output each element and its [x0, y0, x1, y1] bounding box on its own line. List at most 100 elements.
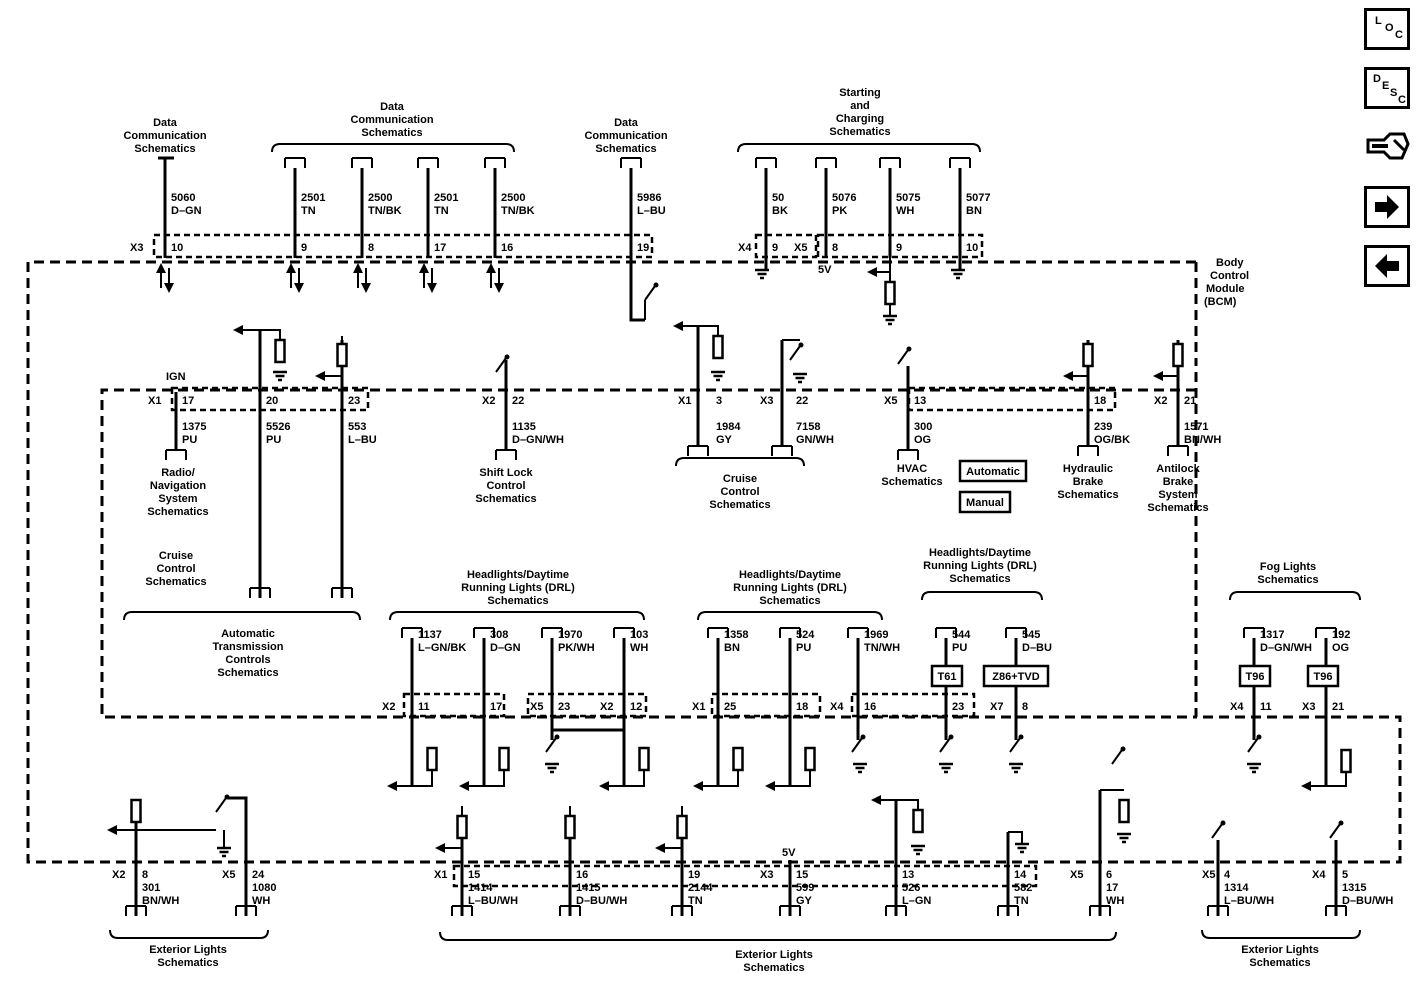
circuit-number: 2501	[434, 192, 458, 204]
switch-contact	[948, 734, 954, 740]
resistor-symbol	[884, 280, 896, 306]
svg-text:Starting: Starting	[839, 87, 881, 99]
arrow-left-icon	[1375, 254, 1399, 278]
svg-text:Schematics: Schematics	[759, 595, 820, 607]
svg-text:X5: X5	[530, 701, 543, 713]
wire-color: WH	[252, 895, 270, 907]
resistor-symbol	[456, 814, 468, 840]
svg-text:X1: X1	[434, 869, 447, 881]
pin-number: 21	[1332, 701, 1344, 713]
svg-text:Schematics: Schematics	[949, 573, 1010, 585]
pin-number: 16	[864, 701, 876, 713]
circuit-number: 300	[914, 421, 932, 433]
svg-text:Schematics: Schematics	[487, 595, 548, 607]
pin-number: 24	[252, 869, 265, 881]
wire-color: D–GN/WH	[512, 434, 564, 446]
resistor-symbol	[336, 342, 348, 368]
svg-text:X4: X4	[738, 242, 752, 254]
svg-text:Schematics: Schematics	[157, 957, 218, 969]
svg-text:Controls: Controls	[225, 654, 270, 666]
svg-text:Headlights/Daytime: Headlights/Daytime	[929, 547, 1031, 559]
pin-number: 10	[171, 242, 183, 254]
ground-symbol	[1245, 762, 1263, 774]
pin-number: 21	[1184, 395, 1196, 407]
svg-text:Schematics: Schematics	[1057, 489, 1118, 501]
wire-color: D–GN	[171, 205, 202, 217]
svg-text:X2: X2	[1154, 395, 1167, 407]
svg-text:Schematics: Schematics	[1249, 957, 1310, 969]
pin-number: 11	[1260, 701, 1272, 713]
svg-text:System: System	[1158, 489, 1197, 501]
circuit-number: 1969	[864, 629, 888, 641]
resistor-symbol	[1340, 748, 1352, 774]
svg-text:Shift Lock: Shift Lock	[479, 467, 533, 479]
ground-symbol	[881, 314, 899, 326]
circuit-number: 301	[142, 882, 160, 894]
wire-color: PK	[832, 205, 847, 217]
svg-text:Running Lights (DRL): Running Lights (DRL)	[923, 560, 1037, 572]
wire-color: BN	[966, 205, 982, 217]
svg-text:Manual: Manual	[966, 497, 1004, 509]
next-page-button[interactable]	[1364, 186, 1410, 228]
wire-color: OG/BK	[1094, 434, 1130, 446]
svg-text:X5: X5	[222, 869, 235, 881]
svg-text:Control: Control	[1210, 270, 1249, 282]
svg-text:IGN: IGN	[166, 371, 186, 383]
svg-text:5V: 5V	[782, 847, 796, 859]
pin-number: 18	[1094, 395, 1106, 407]
svg-text:Navigation: Navigation	[150, 480, 207, 492]
svg-text:X3: X3	[1302, 701, 1315, 713]
svg-text:Control: Control	[486, 480, 525, 492]
switch-contact	[1120, 746, 1126, 752]
description-button[interactable]: D E S C	[1364, 67, 1410, 109]
wire-color: L–GN	[902, 895, 931, 907]
wire-color: L–BU/WH	[1224, 895, 1274, 907]
svg-text:Data: Data	[614, 117, 639, 129]
circuit-number: 1135	[512, 421, 536, 433]
svg-text:Schematics: Schematics	[829, 126, 890, 138]
pin-number: 10	[966, 242, 978, 254]
svg-text:HVAC: HVAC	[897, 463, 927, 475]
pin-number: 9	[896, 242, 902, 254]
svg-text:X2: X2	[382, 701, 395, 713]
previous-page-button[interactable]	[1364, 245, 1410, 287]
pin-number: 19	[688, 869, 700, 881]
svg-text:X4: X4	[830, 701, 844, 713]
wire-color: D–BU/WH	[1342, 895, 1393, 907]
svg-text:Communication: Communication	[350, 114, 433, 126]
svg-text:X2: X2	[482, 395, 495, 407]
location-button[interactable]: L O C	[1364, 8, 1410, 50]
pin-number: 12	[630, 701, 642, 713]
svg-text:Exterior Lights: Exterior Lights	[1241, 944, 1319, 956]
top-section: Data Communication Schematics Data Commu…	[123, 87, 1249, 308]
wire-color: BN/WH	[142, 895, 179, 907]
resistor-symbol	[274, 338, 286, 364]
ground-symbol	[937, 762, 955, 774]
svg-text:T61: T61	[938, 671, 957, 683]
circuit-number: 1415	[576, 882, 600, 894]
svg-text:Schematics: Schematics	[595, 143, 656, 155]
pin-number: 19	[637, 242, 649, 254]
wire-color: TN	[1014, 895, 1029, 907]
pin-number: 22	[796, 395, 808, 407]
circuit-number: 1571	[1184, 421, 1208, 433]
wire-color: WH	[1106, 895, 1124, 907]
svg-text:X4: X4	[1230, 701, 1244, 713]
connector-icon-button[interactable]	[1364, 126, 1410, 168]
pin-number: 6	[1106, 869, 1112, 881]
resistor-symbol	[498, 746, 510, 772]
ground-symbol	[709, 370, 727, 382]
pin-number: 16	[501, 242, 513, 254]
circuit-number: 524	[796, 629, 815, 641]
circuit-number: 1375	[182, 421, 206, 433]
circuit-number: 2144	[688, 882, 713, 894]
svg-text:Schematics: Schematics	[475, 493, 536, 505]
wire-color: TN	[688, 895, 703, 907]
svg-text:Communication: Communication	[584, 130, 667, 142]
ground-symbol	[543, 762, 561, 774]
wire-color: TN/BK	[501, 205, 535, 217]
circuit-number: 545	[1022, 629, 1040, 641]
pin-number: 25	[724, 701, 736, 713]
circuit-number: 1315	[1342, 882, 1366, 894]
